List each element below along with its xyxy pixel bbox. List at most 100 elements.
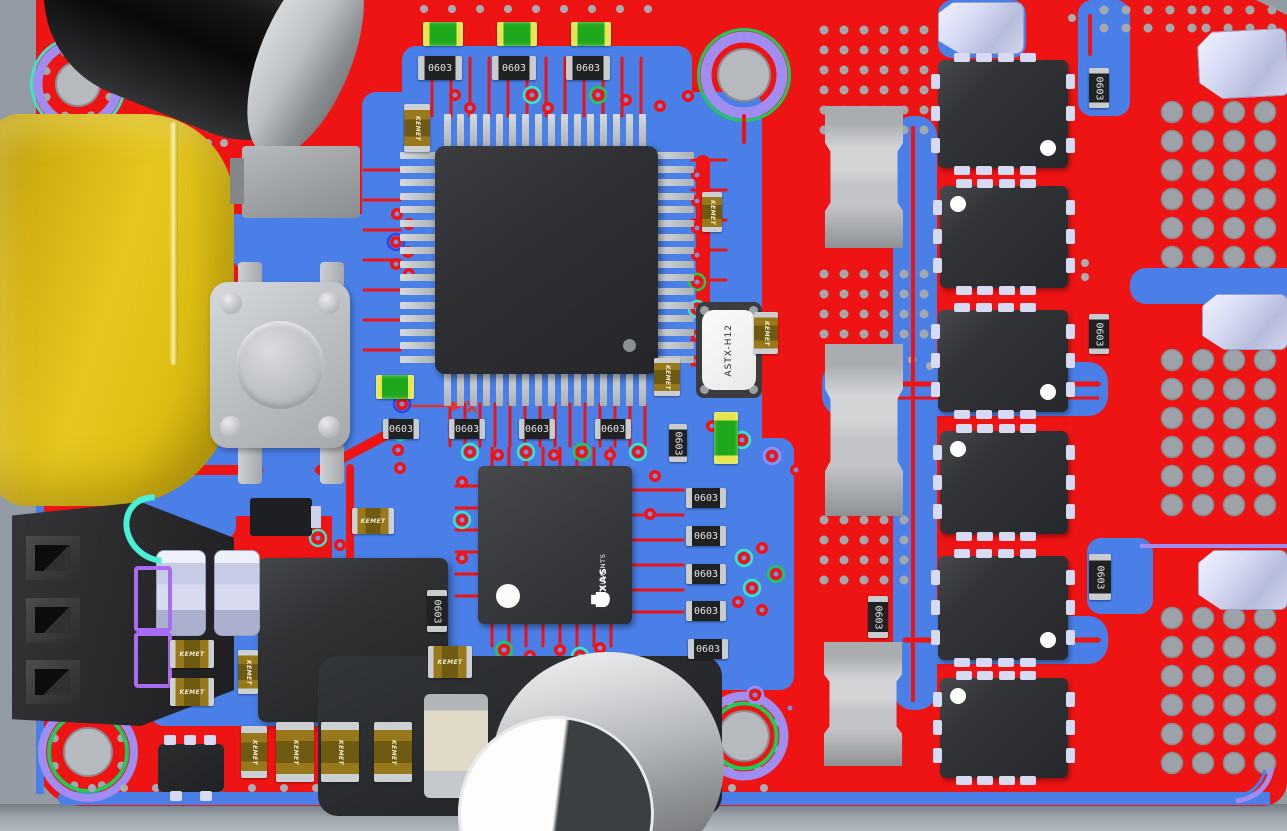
thermal-pad (1191, 693, 1215, 717)
sot-pin (164, 735, 176, 745)
resistor-0603[interactable]: 0603 (868, 596, 888, 638)
resistor-0603[interactable]: 0603 (595, 419, 631, 439)
power-mosfet[interactable] (931, 549, 1075, 667)
via-hole (694, 252, 700, 258)
via-grid-dot (899, 65, 909, 75)
capacitor-kemet[interactable]: KEMET (702, 192, 722, 232)
resistor-0603[interactable]: 0603 (1089, 314, 1109, 354)
edge-via (88, 784, 96, 792)
via-hole (694, 172, 700, 178)
via-grid-dot (819, 65, 829, 75)
switch-plunger[interactable] (236, 321, 324, 409)
via-hole (579, 449, 585, 455)
resistor-0603[interactable]: 0603 (492, 56, 536, 80)
led-0603[interactable] (376, 375, 414, 399)
thermal-pad (1222, 664, 1246, 688)
capacitor-kemet[interactable]: KEMET (321, 722, 359, 782)
ti-chip[interactable]: TEXAS INSTRUMENTS (478, 466, 632, 624)
pin1-marker (623, 339, 636, 352)
brand-line2: INSTRUMENTS (599, 553, 607, 607)
smd-supercap[interactable] (156, 550, 206, 636)
resistor-0603[interactable]: 0603 (686, 564, 726, 584)
via-grid-dot (919, 289, 929, 299)
resistor-0603[interactable]: 0603 (1089, 554, 1111, 600)
resistor-0603[interactable]: 0603 (427, 590, 447, 632)
via-grid-dot (859, 309, 869, 319)
tact-switch[interactable] (210, 282, 350, 448)
resistor-0603[interactable]: 0603 (383, 419, 419, 439)
via-grid-dot (819, 289, 829, 299)
capacitor-kemet[interactable]: KEMET (654, 358, 680, 396)
via-hole (529, 92, 535, 98)
resistor-0603[interactable]: 0603 (686, 526, 726, 546)
resistor-0603[interactable]: 0603 (519, 419, 555, 439)
thermal-pad (1253, 377, 1277, 401)
wire-clip-connector[interactable] (1202, 294, 1287, 350)
via-hole (393, 239, 399, 245)
resistor-0603[interactable]: 0603 (1089, 68, 1109, 108)
sot23-regulator[interactable] (158, 735, 224, 801)
led-0603[interactable] (571, 22, 611, 46)
wire-clip-connector[interactable] (1198, 550, 1287, 610)
qfp-pin (400, 247, 436, 255)
resistor-0603[interactable]: 0603 (686, 488, 726, 508)
capacitor-kemet[interactable]: KEMET (374, 722, 412, 782)
via-grid-dot (819, 45, 829, 55)
thermal-pad (1191, 245, 1215, 269)
small-diode[interactable] (250, 498, 321, 536)
via-grid-dot (899, 535, 909, 545)
board-corner-silk-arc (1235, 767, 1275, 804)
capacitor-kemet[interactable]: KEMET (352, 508, 394, 534)
bulk-capacitor[interactable] (825, 344, 903, 516)
resistor-code-label: 0603 (1093, 321, 1105, 347)
led-0603[interactable] (497, 22, 537, 46)
capacitor-kemet[interactable]: KEMET (238, 650, 258, 694)
via-grid-dot (919, 25, 929, 35)
power-mosfet[interactable] (933, 671, 1075, 785)
capacitor-kemet[interactable]: KEMET (404, 104, 430, 152)
edge-via (588, 5, 596, 13)
switch-dome (220, 292, 242, 314)
bulk-capacitor[interactable] (825, 106, 903, 248)
mosfet-pad (931, 382, 940, 397)
via-hole (452, 92, 458, 98)
capacitor-kemet[interactable]: KEMET (276, 722, 314, 782)
power-mosfet[interactable] (931, 303, 1075, 419)
capacitor-kemet[interactable]: KEMET (170, 678, 214, 706)
bulk-capacitor[interactable] (824, 642, 902, 766)
thermal-pad (1253, 187, 1277, 211)
power-mosfet[interactable] (933, 179, 1075, 295)
resistor-0603[interactable]: 0603 (418, 56, 462, 80)
grey-box-component[interactable] (230, 146, 360, 218)
yellow-film-capacitor[interactable] (0, 114, 234, 506)
qfp-pin (587, 114, 594, 148)
resistor-0603[interactable]: 0603 (566, 56, 610, 80)
resistor-0603[interactable]: 0603 (669, 424, 687, 462)
resistor-0603[interactable]: 0603 (688, 639, 728, 659)
via-grid-dot (879, 555, 889, 565)
mosfet-pad (933, 504, 942, 519)
pin1-marker (496, 584, 520, 608)
capacitor-kemet[interactable]: KEMET (170, 640, 214, 668)
capacitor-kemet[interactable]: KEMET (754, 312, 778, 354)
crystal-oscillator[interactable]: ASTX-H12 (702, 310, 756, 390)
capacitor-kemet[interactable]: KEMET (428, 646, 472, 678)
switch-dome (318, 292, 340, 314)
via-grid-dot (879, 45, 889, 55)
resistor-0603[interactable]: 0603 (449, 419, 485, 439)
qfp-pin (400, 179, 436, 187)
power-mosfet[interactable] (933, 424, 1075, 541)
power-mosfet[interactable] (931, 53, 1075, 175)
resistor-0603[interactable]: 0603 (686, 601, 726, 621)
qfp-pin (574, 114, 581, 148)
smd-supercap[interactable] (214, 550, 260, 636)
resistor-code-label: 0603 (600, 423, 626, 435)
wire-clip-connector[interactable] (938, 2, 1024, 54)
wire-clip-connector[interactable] (1196, 28, 1287, 101)
capacitor-kemet[interactable]: KEMET (241, 726, 267, 778)
qfp-pin (656, 288, 694, 295)
led-0603[interactable] (714, 412, 738, 464)
led-0603[interactable] (423, 22, 463, 46)
qfp-microcontroller[interactable] (435, 146, 658, 374)
via-hole (545, 105, 551, 111)
